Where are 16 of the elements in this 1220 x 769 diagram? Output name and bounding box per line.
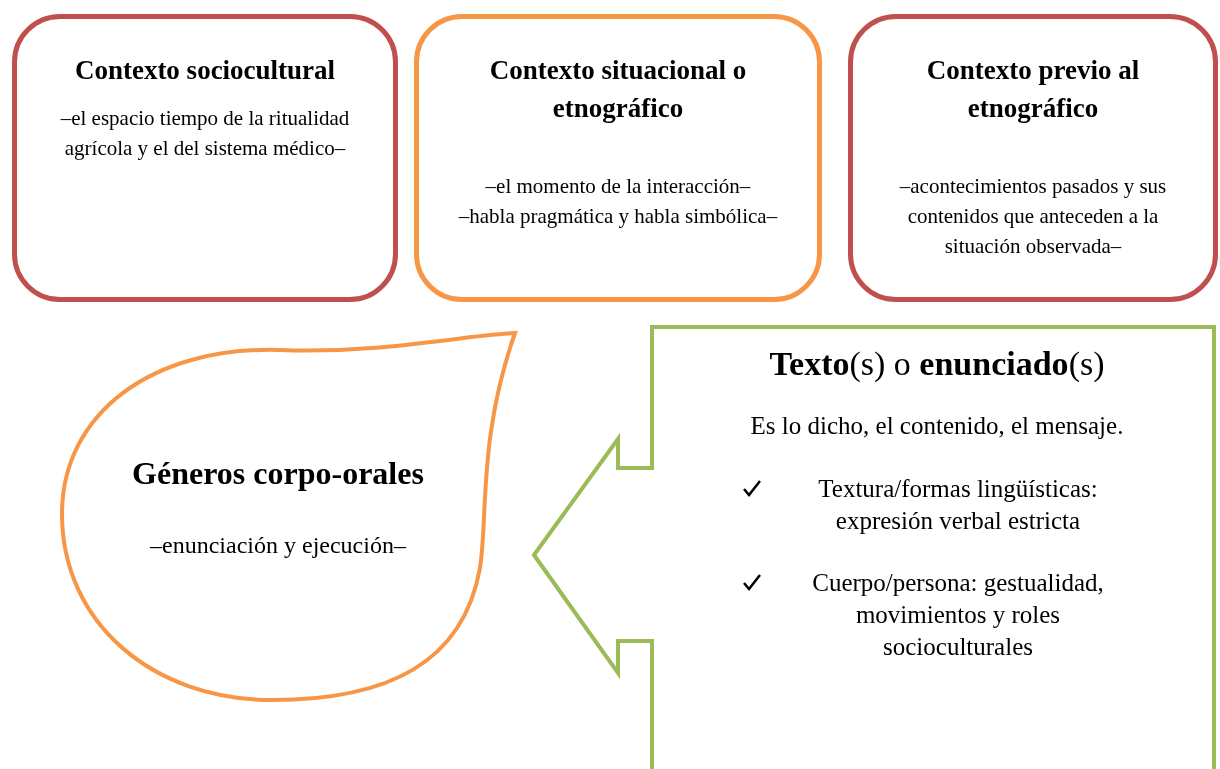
callout-text: Es lo dicho, el contenido, el mensaje. xyxy=(750,411,1124,441)
rounded-box xyxy=(848,14,1218,302)
callout-title: Texto(s) o enunciado(s) xyxy=(769,344,1105,384)
shape-title: Géneros corpo-orales xyxy=(132,454,424,493)
box-title: Contexto sociocultural xyxy=(74,54,336,87)
shape-text: –enunciación y ejecución– xyxy=(150,531,406,560)
rounded-box xyxy=(12,14,398,302)
bullet-text: Textura/formas lingüísticas: expresión verbal estricta xyxy=(817,474,1099,536)
box-title: Contexto situacional o etnográfico xyxy=(488,54,748,125)
rounded-box xyxy=(414,14,822,302)
bullet-text: Cuerpo/persona: gestualidad, movimientos y roles socioculturales xyxy=(811,568,1105,662)
box-text: –el momento de la interacción– xyxy=(485,173,751,200)
box-text: –el espacio tiempo de la ritualidad agrícola y el del sistema médico– xyxy=(59,105,351,162)
box-text: –acontecimientos pasados y sus contenidos que anteceden a la situación observada– xyxy=(898,173,1168,260)
box-text: –habla pragmática y habla simbólica– xyxy=(458,203,778,230)
box-title: Contexto previo al etnográfico xyxy=(925,54,1141,125)
